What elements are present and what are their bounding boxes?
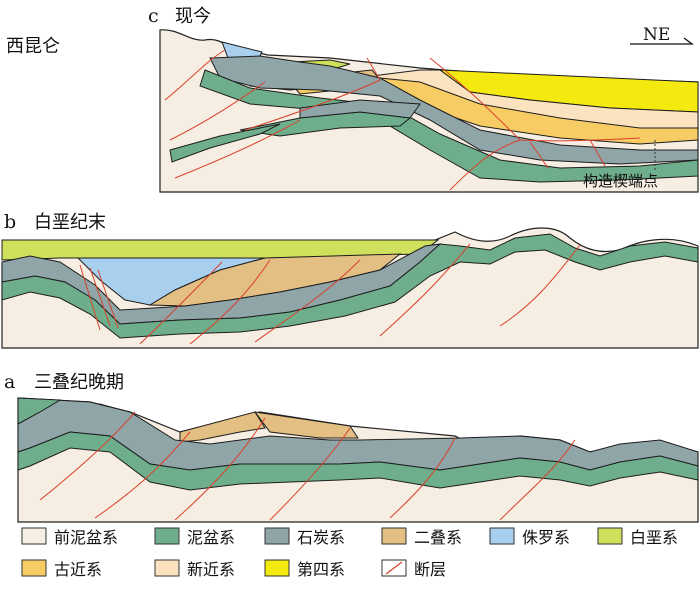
- fault-line: [269, 427, 351, 521]
- panel-c: c 现今 西昆仑 NE 构造楔端点: [6, 5, 699, 193]
- fault-legend-icon: [385, 561, 403, 575]
- panel-b-title: 白垩纪末: [34, 212, 106, 233]
- panel-a-title: 三叠纪晚期: [34, 372, 124, 393]
- panel-c-faults: [164, 49, 641, 191]
- legend-label: 新近系: [187, 560, 235, 579]
- fault-line: [97, 269, 119, 329]
- panel-a: a 三叠纪晚期: [4, 371, 699, 523]
- panel-c-nipen-3: [169, 123, 281, 163]
- panel-a-nipen-top: [17, 397, 62, 425]
- panel-a-nipen: [17, 431, 699, 491]
- fault-line: [139, 261, 223, 345]
- legend-label: 泥盆系: [187, 528, 235, 547]
- fault-line: [164, 49, 226, 101]
- legend-swatch: [264, 559, 290, 577]
- panel-c-letter: c: [148, 5, 159, 27]
- fault-line: [519, 137, 641, 142]
- panel-a-faults: [39, 411, 576, 521]
- panel-b-nipen: [1, 233, 699, 339]
- legend-label: 前泥盆系: [54, 528, 118, 547]
- panel-c-carboniferous-1: [209, 55, 699, 165]
- panel-b: b 白垩纪末: [1, 211, 699, 349]
- legend-swatch: [489, 527, 515, 545]
- fault-line: [254, 259, 361, 343]
- fault-line: [89, 267, 111, 327]
- legend-label: 白垩系: [630, 528, 678, 547]
- fault-line: [389, 437, 456, 519]
- fault-line: [169, 81, 266, 141]
- direction-arrow-icon: [630, 37, 694, 45]
- direction-label: NE: [643, 25, 670, 45]
- fault-line: [39, 411, 136, 501]
- fault-line: [366, 57, 381, 81]
- fault-line: [174, 417, 266, 521]
- panel-a-permian-2: [253, 411, 359, 439]
- legend-swatch: [597, 527, 623, 545]
- fault-line: [529, 141, 549, 169]
- legend-swatch: [21, 527, 47, 545]
- legend-swatch: [154, 527, 180, 545]
- fault-line: [94, 431, 191, 519]
- panel-b-letter: b: [4, 211, 16, 233]
- legend-label: 二叠系: [414, 528, 462, 547]
- wedge-tip-label: 构造楔端点: [583, 172, 658, 190]
- legend-label: 第四系: [297, 560, 345, 579]
- legend-swatch: [264, 527, 290, 545]
- panel-a-letter: a: [4, 371, 15, 393]
- panel-c-carb-2: [299, 99, 421, 119]
- fault-line: [499, 439, 576, 521]
- fault-line: [244, 79, 381, 131]
- legend-label: 断层: [414, 560, 446, 579]
- legend-swatch: [154, 559, 180, 577]
- panel-b-faults: [79, 243, 581, 345]
- legend-label: 石炭系: [297, 528, 345, 547]
- legend-swatch: [21, 559, 47, 577]
- fault-line: [449, 139, 521, 191]
- panel-c-title: 现今: [175, 6, 211, 27]
- fault-line: [174, 119, 301, 179]
- fault-line: [499, 244, 581, 327]
- fault-line: [79, 264, 101, 331]
- panel-c-region: 西昆仑: [6, 36, 60, 57]
- fault-line: [589, 139, 606, 167]
- legend-label: 侏罗系: [522, 528, 570, 547]
- fault-line: [189, 259, 271, 345]
- fault-line: [379, 243, 471, 337]
- fault-line: [429, 57, 521, 141]
- legend-label: 古近系: [54, 560, 102, 579]
- legend-swatch: [381, 527, 407, 545]
